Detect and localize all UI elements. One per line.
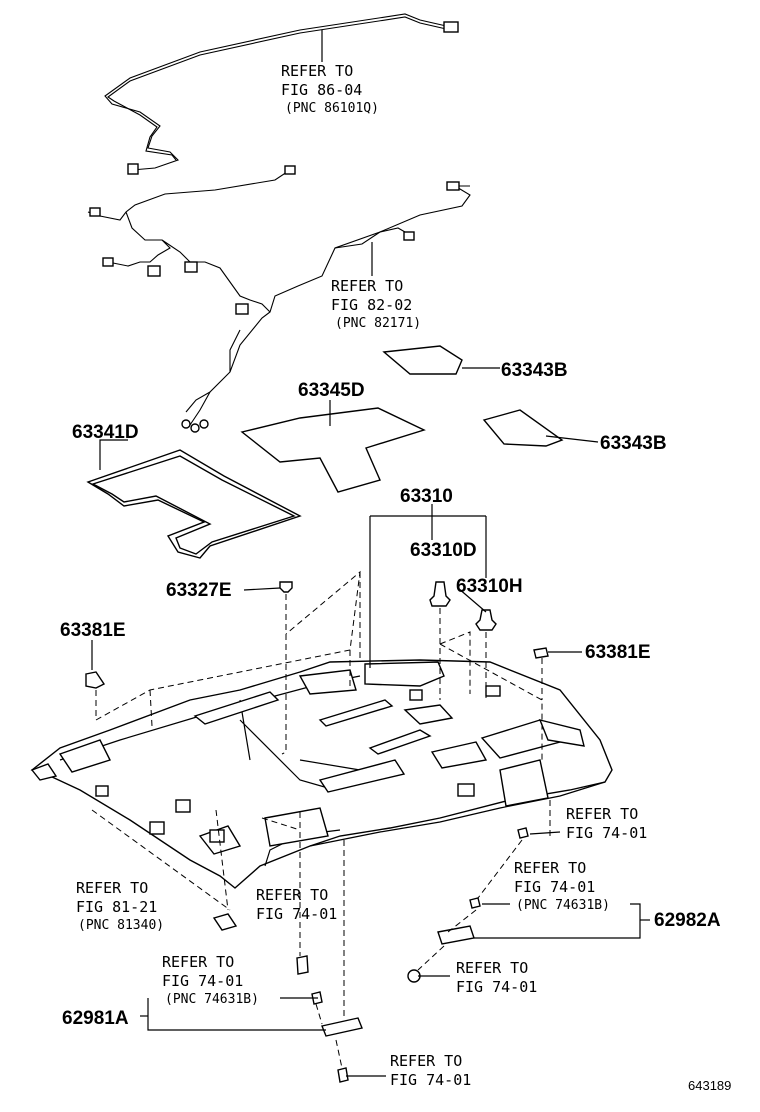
part-63345d: 63345D xyxy=(298,380,365,401)
sun-visor-holder-62982a xyxy=(437,925,475,945)
clip-ref-74-01-a xyxy=(517,827,529,839)
ref6-line1: REFER TO xyxy=(256,886,328,904)
ref4-line3: (PNC 74631B) xyxy=(516,898,610,913)
part-63381e-left: 63381E xyxy=(60,620,126,641)
ref9-line2: FIG 74-01 xyxy=(390,1071,471,1089)
ref5-line3: (PNC 81340) xyxy=(78,918,164,933)
ref3-line2: FIG 74-01 xyxy=(566,824,647,842)
roof-wire-harness-upper xyxy=(104,13,459,175)
part-63310h: 63310H xyxy=(456,576,523,597)
pad-63343b-top xyxy=(382,345,463,375)
ref8-line3: (PNC 74631B) xyxy=(165,992,259,1007)
ref5-line2: FIG 81-21 xyxy=(76,898,157,916)
clip-63327e xyxy=(279,581,293,593)
part-63341d: 63341D xyxy=(72,422,139,443)
pad-63343b-mid xyxy=(482,409,564,447)
ref3-line1: REFER TO xyxy=(566,805,638,823)
part-63327e: 63327E xyxy=(166,580,232,601)
ref1-line3: (PNC 86101Q) xyxy=(285,101,379,116)
roof-wire-harness-lower xyxy=(87,165,471,433)
ref1-line1: REFER TO xyxy=(281,62,353,80)
ref2-line3: (PNC 82171) xyxy=(335,316,421,331)
screw-ref-74-01-f xyxy=(337,1067,349,1083)
clip-63381e-left xyxy=(85,671,106,689)
pad-63345d xyxy=(240,407,426,493)
clip-63381e-right xyxy=(533,647,549,659)
ref2-line2: FIG 82-02 xyxy=(331,296,412,314)
part-62982a: 62982A xyxy=(654,910,721,931)
part-63310: 63310 xyxy=(400,486,453,507)
headliner-assembly xyxy=(30,659,613,889)
ref9-line1: REFER TO xyxy=(390,1052,462,1070)
lamp-ref-81-21 xyxy=(212,913,238,931)
sun-visor-holder-62981a xyxy=(321,1017,363,1037)
part-63310d: 63310D xyxy=(410,540,477,561)
figure-code: 643189 xyxy=(688,1078,731,1093)
part-62981a: 62981A xyxy=(62,1008,129,1029)
ref1-line2: FIG 86-04 xyxy=(281,81,362,99)
clip-ref-74-01-b xyxy=(469,897,481,909)
clip-63310d xyxy=(429,581,451,607)
part-63343b-mid: 63343B xyxy=(600,433,667,454)
part-63381e-right: 63381E xyxy=(585,642,651,663)
ref7-line2: FIG 74-01 xyxy=(456,978,537,996)
ref8-line1: REFER TO xyxy=(162,953,234,971)
ref8-line2: FIG 74-01 xyxy=(162,972,243,990)
ref7-line1: REFER TO xyxy=(456,959,528,977)
part-63343b-top: 63343B xyxy=(501,360,568,381)
ref4-line1: REFER TO xyxy=(514,859,586,877)
ref2-line1: REFER TO xyxy=(331,277,403,295)
ref5-line1: REFER TO xyxy=(76,879,148,897)
ref6-line2: FIG 74-01 xyxy=(256,905,337,923)
clip-63310h xyxy=(475,609,497,631)
ref4-line2: FIG 74-01 xyxy=(514,878,595,896)
screw-ref-74-01-d xyxy=(296,955,309,975)
